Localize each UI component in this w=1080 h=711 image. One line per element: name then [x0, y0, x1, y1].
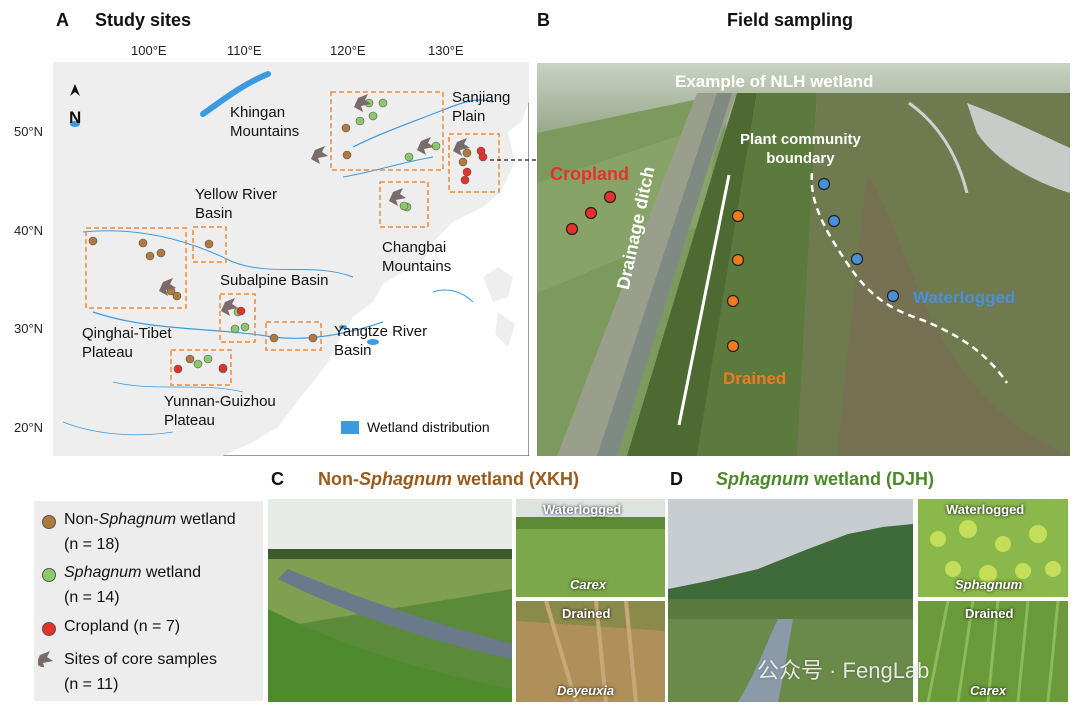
lat-tick-30: 30°N	[14, 321, 44, 336]
djh-waterlogged-label: Waterlogged	[946, 502, 1025, 517]
panel-b-letter: B	[537, 10, 550, 30]
legend-sphagnum-count: (n = 14)	[64, 589, 120, 606]
drained-label: Drained	[723, 369, 787, 388]
panel-d-title-post: wetland (DJH)	[809, 469, 935, 489]
region-qinghai-tibet: Qinghai-Tibet Plateau	[82, 325, 172, 361]
region-yellow-river: Yellow River Basin	[195, 186, 277, 222]
panel-c-title-ital: Sphagnum	[358, 469, 452, 489]
xkh-drained-photo	[516, 601, 665, 702]
panel-d-title-ital: Sphagnum	[716, 469, 809, 489]
legend-non-sphagnum-count: (n = 18)	[64, 536, 120, 553]
region-yunnan-guizhou: Yunnan-Guizhou Plateau	[164, 393, 276, 429]
legend-cropland-label: Cropland (n = 7)	[64, 618, 181, 635]
lon-tick-130: 130°E	[428, 43, 464, 58]
region-changbai: Changbai Mountains	[382, 239, 452, 275]
legend-non-ital: Sphagnum	[98, 511, 177, 528]
xkh-deyeuxia-label: Deyeuxia	[557, 683, 615, 698]
wetland-legend-swatch	[341, 421, 359, 434]
legend-sph-post: wetland	[141, 564, 201, 581]
legend-core-marker	[38, 651, 53, 667]
panel-c-title: Non-Sphagnum wetland (XKH)	[318, 469, 579, 490]
panel-c-letter: C	[271, 469, 284, 489]
xkh-waterlogged-photo	[516, 499, 665, 597]
north-label: N	[69, 108, 82, 127]
xkh-carex-label: Carex	[570, 577, 607, 592]
wetland-legend-label: Wetland distribution	[367, 419, 490, 435]
boundary-label: Plant community boundary	[740, 131, 861, 167]
lon-tick-110: 110°E	[227, 43, 262, 58]
panel-b-title: Field sampling	[727, 10, 854, 30]
panel-a-letter: A	[56, 10, 69, 30]
legend-non-pre: Non-	[64, 511, 99, 528]
region-subalpine: Subalpine Basin	[220, 272, 329, 289]
legend-core-count: (n = 11)	[64, 676, 119, 693]
panel-d-title: Sphagnum wetland (DJH)	[716, 469, 934, 490]
legend-sphagnum-marker	[42, 568, 56, 582]
djh-waterlogged-photo	[918, 499, 1068, 597]
sites-legend: Non-Sphagnum wetland (n = 18) Sphagnum w…	[34, 501, 263, 701]
waterlogged-label: Waterlogged	[913, 288, 1016, 307]
legend-non-sphagnum-marker	[42, 515, 56, 529]
panel-d-letter: D	[670, 469, 683, 489]
djh-carex-label: Carex	[970, 683, 1007, 698]
legend-non-post: wetland	[176, 511, 236, 528]
djh-drained-label: Drained	[965, 606, 1014, 621]
djh-drained-photo	[918, 601, 1068, 702]
legend-sphagnum-label: Sphagnum wetland	[64, 562, 201, 583]
cropland-label: Cropland	[550, 164, 629, 184]
region-khingan: Khingan Mountains	[230, 104, 300, 140]
panel-c-title-post: wetland (XKH)	[451, 469, 579, 489]
lat-tick-20: 20°N	[14, 420, 44, 435]
xkh-waterlogged-label: Waterlogged	[543, 502, 622, 517]
watermark: 公众号 · FengLab	[757, 658, 930, 683]
lat-tick-40: 40°N	[14, 223, 44, 238]
region-yangtze: Yangtze River Basin	[334, 323, 428, 359]
djh-main-photo	[668, 499, 913, 702]
lon-tick-120: 120°E	[330, 43, 366, 58]
field-photo	[537, 63, 1070, 456]
legend-core-label: Sites of core samples	[64, 651, 217, 668]
example-wetland-label: Example of NLH wetland	[675, 72, 874, 91]
region-sanjiang: Sanjiang Plain	[452, 89, 511, 125]
lat-tick-50: 50°N	[14, 124, 44, 139]
panel-a-title: Study sites	[95, 10, 192, 30]
xkh-main-photo	[268, 499, 512, 702]
djh-sphagnum-label: Sphagnum	[955, 577, 1023, 592]
site-points	[88, 94, 488, 374]
xkh-drained-label: Drained	[562, 606, 611, 621]
legend-sph-ital: Sphagnum	[64, 564, 142, 581]
lon-tick-100: 100°E	[131, 43, 167, 58]
legend-cropland-marker	[42, 622, 56, 636]
legend-non-sphagnum-label: Non-Sphagnum wetland	[64, 509, 236, 530]
panel-c-title-pre: Non-	[318, 469, 359, 489]
